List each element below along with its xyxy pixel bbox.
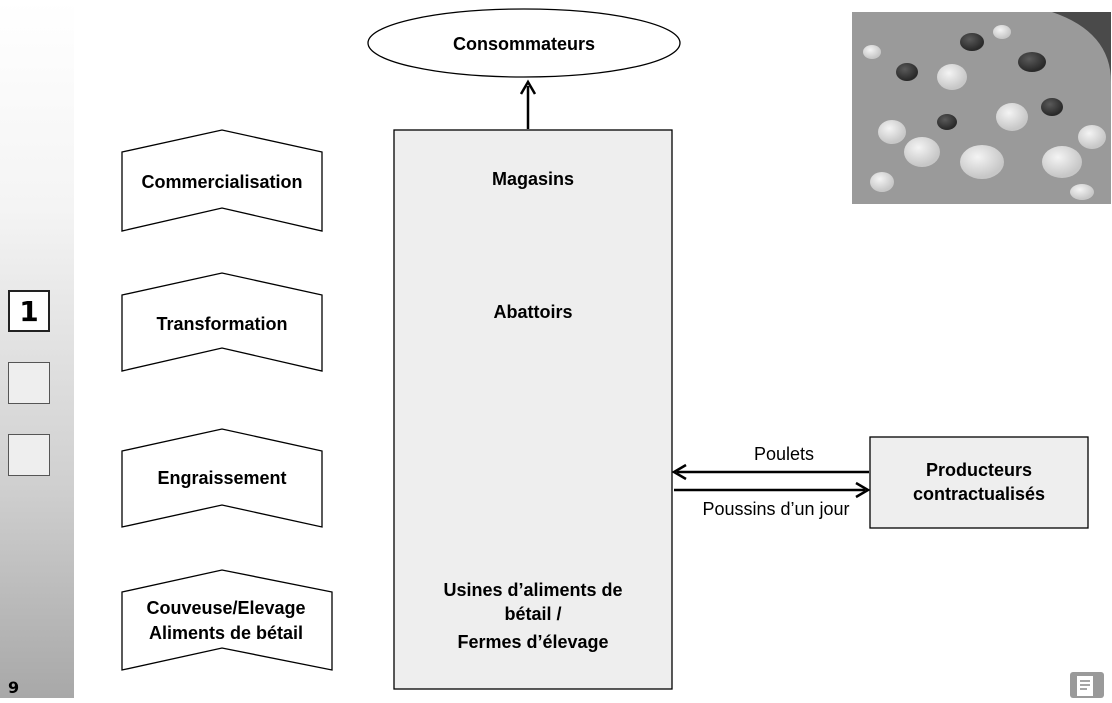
feed-mills-label-line3: Fermes d’élevage [457,632,608,652]
stage-commercialisation-chevron [121,129,323,232]
chicks-photo [852,12,1111,204]
chickens-flow-label: Poulets [754,444,814,464]
producers-label-line2: contractualisés [913,484,1045,504]
shops-label: Magasins [492,169,574,189]
document-icon[interactable] [1070,672,1104,702]
stage-transformation-chevron [121,272,323,372]
stage-transformation-label: Transformation [156,314,287,334]
producers-box [869,436,1089,529]
chicks-flow-arrowhead [855,481,871,499]
chickens-flow-arrowhead [671,463,687,481]
producers-label-line1: Producteurs [926,460,1032,480]
chicks-flow-label: Poussins d’un jour [702,499,849,519]
main-value-chain-box [393,129,673,690]
step-2-box[interactable] [8,362,50,404]
feed-mills-label-line1: Usines d’aliments de [443,580,622,600]
sidebar [0,0,74,698]
step-1-box[interactable]: 1 [8,290,50,332]
stage-couveuse-chevron [121,569,333,671]
to-consumers-arrowhead [519,79,537,95]
step-3-box[interactable] [8,434,50,476]
stage-engraissement-chevron [121,428,323,528]
page-number: 9 [8,678,20,697]
stage-couveuse-label: Couveuse/Elevage [146,598,305,618]
consumers-ellipse [367,8,681,78]
consumers-label: Consommateurs [453,34,595,54]
feed-mills-label-line2: bétail / [504,604,561,624]
slaughterhouses-label: Abattoirs [493,302,572,322]
stage-engraissement-label: Engraissement [157,468,286,488]
stage-commercialisation-label: Commercialisation [141,172,302,192]
stage-feed-label: Aliments de bétail [149,623,303,643]
